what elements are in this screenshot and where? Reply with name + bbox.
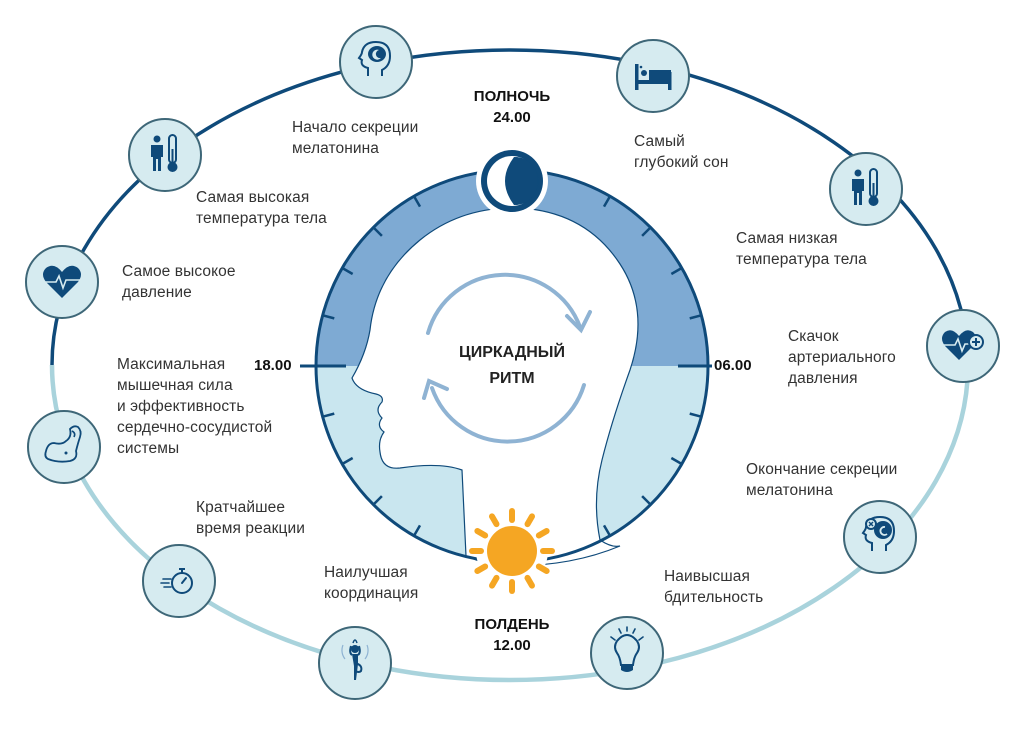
head-sun-icon [843,500,917,574]
event-label-highest-temp: Самая высокая температура тела [196,187,327,229]
icon-badge [829,152,903,226]
bed-icon [616,39,690,113]
icon-badge [339,25,413,99]
title-line-1: ЦИРКАДНЫЙ [459,344,565,361]
event-label-bp-jump: Скачок артериального давления [788,326,896,389]
clock-tick [341,456,354,466]
icon-badge [128,118,202,192]
clock-tick [641,495,652,506]
label-line: Окончание секреции [746,461,898,478]
sun-ray [474,563,489,574]
sun-ray [524,574,535,589]
clock-ticks [322,195,702,537]
person-thermometer-icon [128,118,202,192]
clock-tick [322,314,335,320]
event-label-melatonin-end: Окончание секреции мелатонина [746,459,897,501]
clock-tick [372,226,383,237]
event-label-highest-bp: Самое высокое давление [122,261,236,303]
sun-icon [469,508,555,594]
heart-pulse-icon [25,245,99,319]
outer-ring-day [49,364,971,683]
sun-ray [489,513,500,528]
midnight-text: ПОЛНОЧЬ [473,88,551,105]
midnight-time: 24.00 [493,109,531,126]
muscle-icon [27,410,101,484]
label-line: Самая низкая [736,230,838,247]
circadian-rhythm-title: ЦИРКАДНЫЙ РИТМ [412,340,612,392]
sun-ray [535,563,550,574]
outer-ring-night [50,48,970,366]
clock-tick [412,195,422,208]
clock-tick [670,456,683,466]
label-line: давление [122,284,192,301]
label-line: температура тела [196,210,327,227]
sun-ray [524,513,535,528]
clock-tick [689,412,702,418]
label-line: и эффективность [117,398,245,415]
moon-icon [476,145,548,217]
clock-tick [341,266,354,276]
label-line: время реакции [196,520,305,537]
event-label-melatonin-start: Начало секреции мелатонина [292,117,418,159]
icon-badge [590,616,664,690]
event-label-deep-sleep: Самый глубокий сон [634,131,729,173]
lightbulb-icon [590,616,664,690]
label-line: Начало секреции [292,119,419,136]
person-thermometer-icon [829,152,903,226]
event-label-alertness: Наивысшая бдительность [664,566,763,608]
label-line: давления [788,370,858,387]
label-line: глубокий сон [634,154,729,171]
label-line: системы [117,440,180,457]
noon-label: ПОЛДЕНЬ 12.00 [452,614,572,656]
label-line: бдительность [664,589,764,606]
label-line: температура тела [736,251,867,268]
label-line: мелатонина [292,140,380,157]
clock-tick [641,226,652,237]
morning-time: 06.00 [714,357,752,374]
icon-badge [142,544,216,618]
label-line: Максимальная [117,356,226,373]
label-line: Скачок [788,328,839,345]
sun-ray [489,574,500,589]
noon-time: 12.00 [493,637,531,654]
event-label-lowest-temp: Самая низкая температура тела [736,228,867,270]
sun-ray [535,528,550,539]
label-line: мелатонина [746,482,834,499]
stopwatch-icon [142,544,216,618]
noon-text: ПОЛДЕНЬ [474,616,550,633]
event-label-reaction: Кратчайшее время реакции [196,497,305,539]
label-line: Самое высокое [122,263,236,280]
label-line: Самая высокая [196,189,310,206]
yoga-icon [318,626,392,700]
event-label-muscle: Максимальная мышечная сила и эффективность… [117,354,272,459]
clock-tick [412,524,422,537]
clock-tick [670,266,683,276]
event-label-coordination: Наилучшая координация [324,562,418,604]
label-line: Наилучшая [324,564,408,581]
label-line: Самый [634,133,685,150]
evening-time: 18.00 [254,357,292,374]
label-line: мышечная сила [117,377,233,394]
label-line: артериального [788,349,896,366]
heart-plus-icon [926,309,1000,383]
title-line-2: РИТМ [489,370,535,387]
label-line: Кратчайшее [196,499,286,516]
head-moon-icon [339,25,413,99]
clock-tick [372,495,383,506]
clock-tick [602,195,612,208]
clock-tick [322,412,335,418]
clock-tick [689,314,702,320]
icon-badge [27,410,101,484]
label-line: координация [324,585,419,602]
clock-tick [602,524,612,537]
sun-ray [474,528,489,539]
label-line: Наивысшая [664,568,750,585]
label-line: сердечно-сосудистой [117,419,273,436]
cycle-arrows-icon [422,272,592,444]
midnight-label: ПОЛНОЧЬ 24.00 [452,86,572,128]
